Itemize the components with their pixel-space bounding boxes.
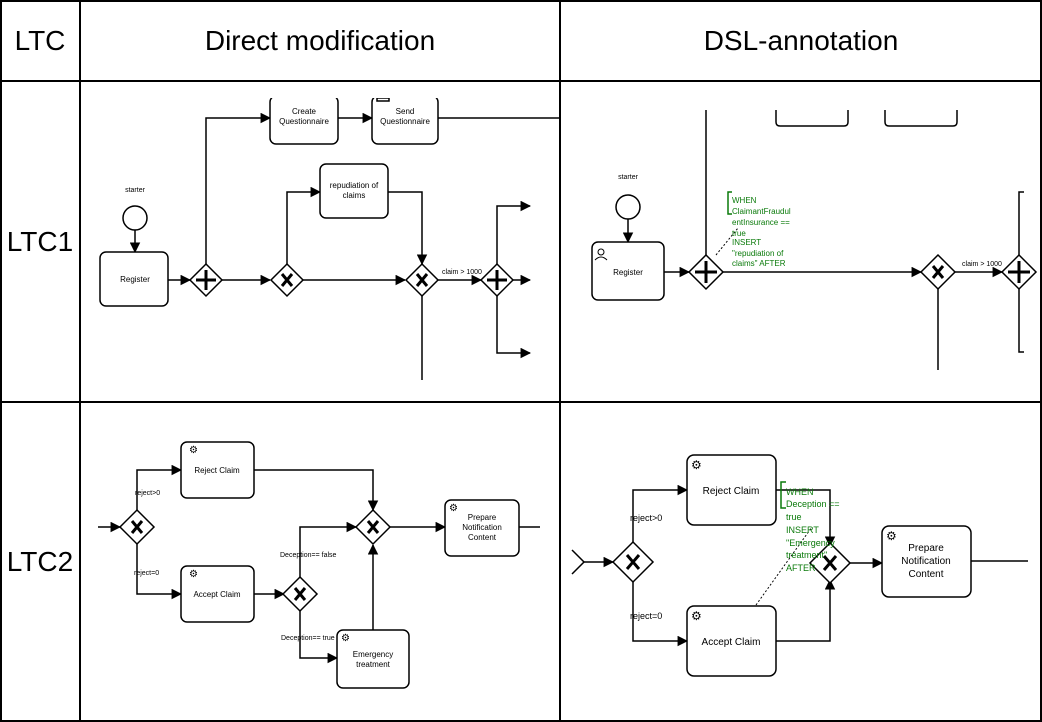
task-prepare-notification-content: ⚙ Prepare Notification Content (444, 499, 520, 557)
svg-text:true: true (786, 512, 802, 522)
svg-text:true: true (732, 229, 746, 238)
svg-text:Prepare: Prepare (908, 543, 944, 554)
exclusive-gateway (354, 508, 392, 546)
header-direct-modification: Direct modification (204, 24, 436, 56)
gear-icon: ⚙ (886, 529, 897, 543)
task-repudiation-of-claims: repudiation of claims (319, 163, 389, 219)
svg-text:Notification: Notification (901, 556, 950, 567)
task-emergency-treatment: ⚙ Emergency treatment (336, 629, 410, 689)
svg-text:Send: Send (396, 107, 415, 116)
start-event-label: starter (618, 174, 639, 181)
svg-text:treatment: treatment (356, 660, 391, 669)
svg-text:"Emergency: "Emergency (786, 538, 835, 548)
task-reject-claim: ⚙ Reject Claim (686, 454, 777, 526)
svg-text:Questionnaire: Questionnaire (279, 117, 329, 126)
flow-label-accept: reject=0 (630, 611, 662, 621)
flow-label-claim: claim > 1000 (442, 269, 482, 276)
dsl-annotation: WHEN ClaimantFraudul entInsurance == tru… (715, 191, 791, 268)
gear-icon: ⚙ (189, 569, 198, 580)
svg-text:Register: Register (120, 275, 150, 284)
exclusive-gateway (269, 262, 305, 298)
svg-text:Notification: Notification (462, 523, 502, 532)
svg-text:Deception ==: Deception == (786, 499, 840, 509)
svg-text:INSERT: INSERT (732, 238, 761, 247)
task-accept-claim: ⚙ Accept Claim (180, 565, 255, 623)
svg-text:INSERT: INSERT (786, 525, 819, 535)
row-label-ltc2: LTC2 (6, 546, 74, 577)
svg-text:Accept Claim: Accept Claim (193, 590, 240, 599)
svg-text:WHEN: WHEN (786, 487, 814, 497)
svg-text:Content: Content (468, 533, 497, 542)
svg-text:Questionnaire: Questionnaire (380, 117, 430, 126)
flow-label-reject: reject>0 (630, 513, 662, 523)
svg-text:Reject Claim: Reject Claim (194, 466, 240, 475)
svg-text:AFTER: AFTER (786, 563, 816, 573)
svg-text:Create: Create (292, 107, 317, 116)
svg-text:treatment": treatment" (786, 550, 827, 560)
svg-text:claims: claims (343, 191, 366, 200)
svg-text:repudiation of: repudiation of (330, 181, 379, 190)
svg-text:WHEN: WHEN (732, 196, 757, 205)
gear-icon: ⚙ (189, 445, 198, 456)
gear-icon: ⚙ (341, 633, 350, 644)
task-send-questionnaire: Send Questionnaire (371, 98, 439, 145)
task-register: Register (591, 241, 665, 301)
svg-text:Accept Claim: Accept Claim (702, 637, 761, 648)
svg-text:entInsurance ==: entInsurance == (732, 218, 790, 227)
svg-text:ClaimantFraudul: ClaimantFraudul (732, 207, 791, 216)
parallel-gateway (188, 262, 224, 298)
svg-text:Emergency: Emergency (353, 650, 393, 659)
header-ltc: LTC (14, 24, 66, 56)
svg-text:claims" AFTER: claims" AFTER (732, 259, 786, 268)
gear-icon: ⚙ (691, 458, 702, 472)
svg-text:Prepare: Prepare (468, 513, 497, 522)
exclusive-gateway (611, 540, 655, 584)
parallel-gateway (687, 253, 725, 291)
svg-text:Register: Register (613, 268, 643, 277)
svg-text:Content: Content (908, 569, 943, 580)
task-create-questionnaire: Create Questionnaire (269, 98, 339, 145)
svg-text:"repudiation of: "repudiation of (732, 249, 784, 258)
task-prepare-notification-content: ⚙ Prepare Notification Content (881, 525, 972, 598)
gear-icon: ⚙ (449, 503, 458, 514)
flow-label-reject: reject>0 (135, 490, 160, 497)
flow-label-claim: claim > 1000 (962, 261, 1002, 268)
header-dsl-annotation: DSL-annotation (703, 24, 899, 56)
gear-icon: ⚙ (691, 609, 702, 623)
row-label-ltc1: LTC1 (6, 225, 74, 257)
dsl-annotation: WHEN Deception == true INSERT "Emergency… (755, 481, 840, 606)
exclusive-gateway (808, 541, 852, 585)
task-accept-claim: ⚙ Accept Claim (686, 605, 777, 677)
task-register: Register (99, 251, 169, 307)
flow-label-deception-false: Deception== false (280, 552, 337, 559)
flow-label-deception-true: Deception== true (281, 635, 335, 642)
start-event-label: starter (125, 187, 146, 194)
svg-text:Reject Claim: Reject Claim (703, 486, 760, 497)
flow-label-accept: reject=0 (134, 570, 159, 577)
